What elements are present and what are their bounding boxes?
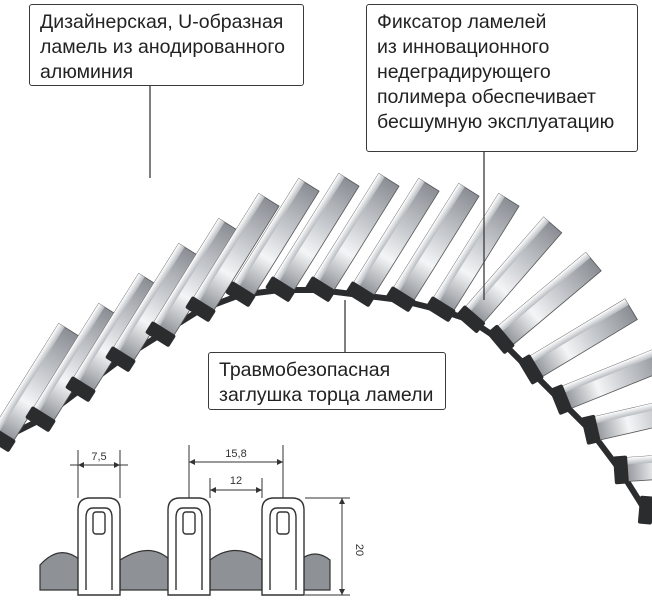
dim-width-label: 7,5	[91, 451, 106, 463]
end-cap	[425, 296, 456, 322]
end-cap	[456, 305, 485, 333]
lamella-slat	[637, 495, 652, 532]
dim-gap-label: 12	[230, 475, 242, 487]
end-cap	[613, 455, 629, 485]
lamella-slat	[305, 172, 400, 302]
end-cap	[487, 324, 515, 354]
lamella-slat	[225, 177, 320, 307]
lamella-slat	[425, 192, 520, 322]
lamella-slat	[25, 302, 120, 432]
end-cap	[581, 414, 601, 445]
dim-height-label: 20	[353, 544, 365, 556]
end-cap	[549, 384, 573, 415]
end-cap	[185, 296, 216, 322]
end-cap	[305, 276, 336, 302]
lamella-slat	[185, 192, 280, 322]
end-cap	[385, 286, 416, 312]
lamella-slat	[385, 182, 480, 312]
end-cap	[345, 281, 376, 307]
end-cap	[25, 406, 56, 432]
end-cap	[518, 354, 544, 385]
lamella-slat	[518, 298, 638, 385]
lamella-slat	[456, 216, 563, 333]
end-cap	[0, 426, 16, 452]
leader-lines	[149, 86, 485, 360]
lamella-slat	[581, 393, 652, 445]
callout-lamella: Дизайнерская, U-образная ламель из аноди…	[29, 4, 304, 86]
lamella-slat	[549, 345, 652, 415]
lamella-slat	[0, 322, 80, 452]
profile-1	[77, 497, 121, 596]
lamella-slat	[265, 172, 360, 302]
cross-section-drawing: 7,5 15,8 12 20	[39, 445, 365, 596]
profile-3	[261, 497, 305, 596]
lamella-slat	[487, 251, 602, 354]
lamella-slat	[145, 217, 240, 347]
end-cap	[145, 321, 176, 347]
base-profile	[39, 552, 81, 591]
end-cap	[637, 495, 652, 525]
end-cap	[65, 376, 96, 402]
profile-2	[167, 497, 211, 596]
end-cap	[225, 281, 256, 307]
callout-fixator: Фиксатор ламелей из инновационного недег…	[366, 4, 638, 152]
callout-end-cap: Травмобезопасная заглушка торца ламели	[208, 352, 446, 410]
lamella-slat	[105, 242, 200, 372]
lamella-roll	[0, 172, 652, 532]
dim-pitch-label: 15,8	[225, 448, 246, 460]
lamella-slat	[613, 450, 652, 485]
end-cap	[105, 346, 136, 372]
lamella-slat	[345, 177, 440, 307]
end-cap	[265, 276, 296, 302]
